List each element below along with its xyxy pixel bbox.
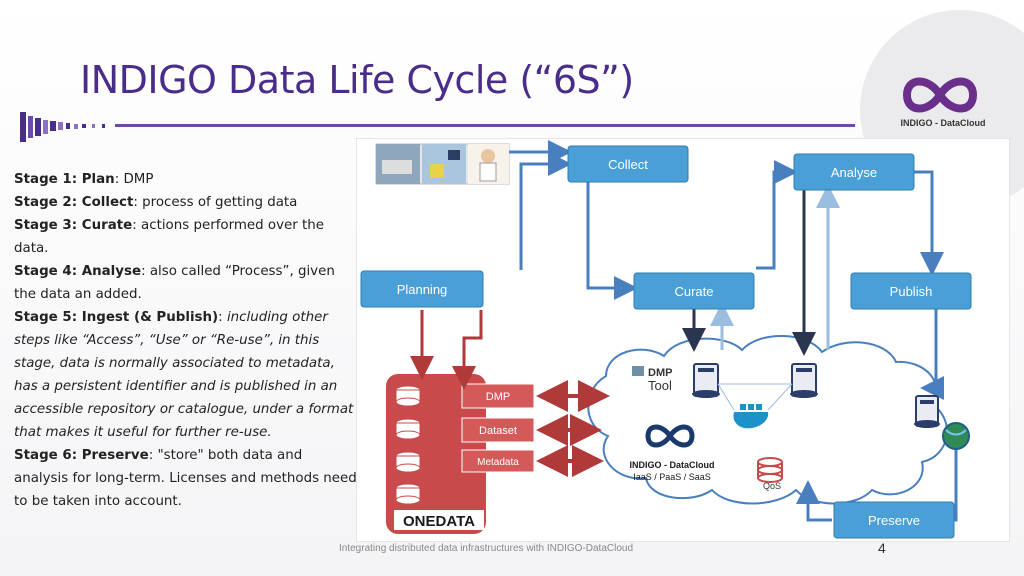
svg-text:Tool: Tool — [648, 378, 672, 393]
dmp-item: DMP — [486, 391, 510, 403]
publish-to-cloud-arrow — [920, 308, 944, 400]
logo-text: INDIGO - DataCloud — [900, 118, 986, 128]
svg-text:DMP: DMP — [648, 367, 672, 379]
globe-icon — [942, 422, 970, 450]
page-title: INDIGO Data Life Cycle (“6S”) — [80, 58, 634, 102]
onedata-logo-text: ONEDATA — [403, 513, 475, 530]
qos-label: QoS — [763, 481, 781, 491]
cloud-indigo-logo — [645, 424, 695, 448]
curate-box: Curate — [633, 272, 755, 310]
stage-3: Stage 3: Curate: actions performed over … — [14, 218, 325, 256]
stage-description-list: Stage 1: Plan: DMP Stage 2: Collect: pro… — [14, 168, 359, 513]
server-icon-publish — [914, 395, 940, 428]
dmptool-logo: DMP Tool — [632, 366, 672, 393]
stage-2: Stage 2: Collect: process of getting dat… — [14, 195, 298, 210]
server-icon-right — [790, 363, 818, 398]
photo-strip — [375, 143, 510, 185]
svg-text:Publish: Publish — [890, 284, 933, 299]
life-cycle-diagram: DMP Dataset Metadata ONEDATA Collect Ana… — [356, 138, 1010, 542]
footer-text: Integrating distributed data infrastruct… — [339, 543, 634, 554]
publish-box: Publish — [850, 272, 972, 310]
cloud-indigo-services: IaaS / PaaS / SaaS — [633, 472, 711, 482]
preserve-to-cloud-arrow — [796, 480, 832, 522]
indigo-datacloud-logo — [902, 77, 978, 113]
svg-text:Planning: Planning — [397, 282, 448, 297]
planning-to-collect-arrow — [519, 152, 572, 270]
dataset-item: Dataset — [479, 425, 517, 437]
svg-text:Preserve: Preserve — [868, 513, 920, 528]
collect-to-curate-arrow — [586, 182, 638, 300]
planning-to-dmp-arrow — [452, 310, 483, 390]
curate-to-analyse-arrow — [756, 160, 798, 270]
qos-database-icon — [757, 457, 783, 483]
page-number: 4 — [878, 540, 886, 556]
pixel-rule-divider — [20, 112, 855, 142]
svg-text:Collect: Collect — [608, 157, 648, 172]
svg-text:Analyse: Analyse — [831, 165, 877, 180]
docker-icon — [733, 404, 769, 429]
stage-5: Stage 5: Ingest (& Publish): including o… — [14, 310, 354, 440]
svg-text:Curate: Curate — [674, 284, 713, 299]
connector-lines — [717, 383, 793, 411]
cloud-indigo-label: INDIGO - DataCloud — [630, 460, 715, 470]
stage-6: Stage 6: Preserve: "store" both data and… — [14, 448, 357, 509]
stage-4: Stage 4: Analyse: also called “Process”,… — [14, 264, 335, 302]
analyse-box: Analyse — [793, 153, 915, 191]
metadata-item: Metadata — [477, 457, 519, 468]
planning-box: Planning — [360, 270, 484, 308]
collect-box: Collect — [567, 145, 689, 183]
server-icon-left — [692, 363, 720, 398]
cloud-shape — [587, 335, 948, 505]
database-icons — [395, 385, 421, 505]
analyse-to-publish-arrow — [912, 170, 944, 276]
preserve-box: Preserve — [833, 501, 955, 539]
stage-1: Stage 1: Plan: DMP — [14, 172, 154, 187]
